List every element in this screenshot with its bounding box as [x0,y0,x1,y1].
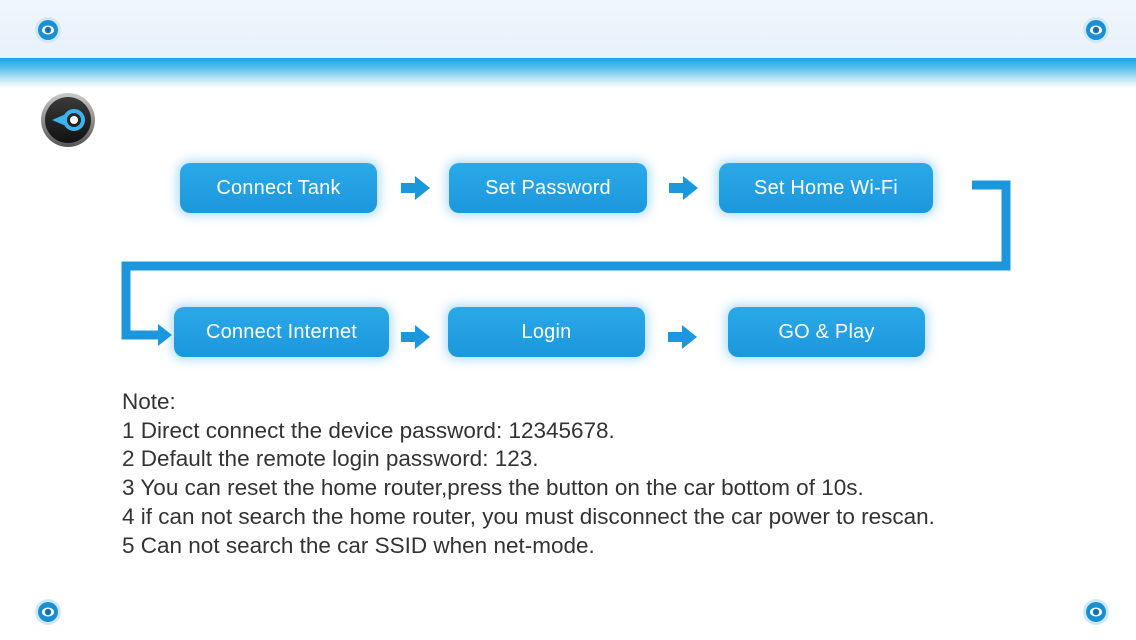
top-right-eye-icon [1083,17,1109,43]
note-line: 4 if can not search the home router, you… [122,503,935,529]
step-set-home-wifi[interactable]: Set Home Wi-Fi [719,163,933,213]
step-connect-internet[interactable]: Connect Internet [174,307,389,357]
header-bar [0,0,1136,60]
note-line: 1 Direct connect the device password: 12… [122,417,615,443]
right-arrow-icon [669,176,698,200]
step-set-password[interactable]: Set Password [449,163,647,213]
back-button[interactable] [40,92,96,148]
flow-connector-line [121,180,1011,346]
note-line: 5 Can not search the car SSID when net-m… [122,532,595,558]
right-arrow-icon [401,176,430,200]
note-line: 3 You can reset the home router,press th… [122,475,864,501]
note-line: 2 Default the remote login password: 123… [122,446,539,472]
top-left-eye-icon [35,17,61,43]
bottom-right-eye-icon [1083,599,1109,625]
header-glow [0,58,1136,88]
back-arrow-icon [52,109,85,131]
step-connect-tank[interactable]: Connect Tank [180,163,377,213]
step-go-play[interactable]: GO & Play [728,307,925,357]
step-login[interactable]: Login [448,307,645,357]
right-arrow-icon [668,325,697,349]
notes-title: Note: [122,389,176,414]
right-arrow-icon [401,325,430,349]
notes-section: Note: 1 Direct connect the device passwo… [122,388,1002,560]
bottom-left-eye-icon [35,599,61,625]
